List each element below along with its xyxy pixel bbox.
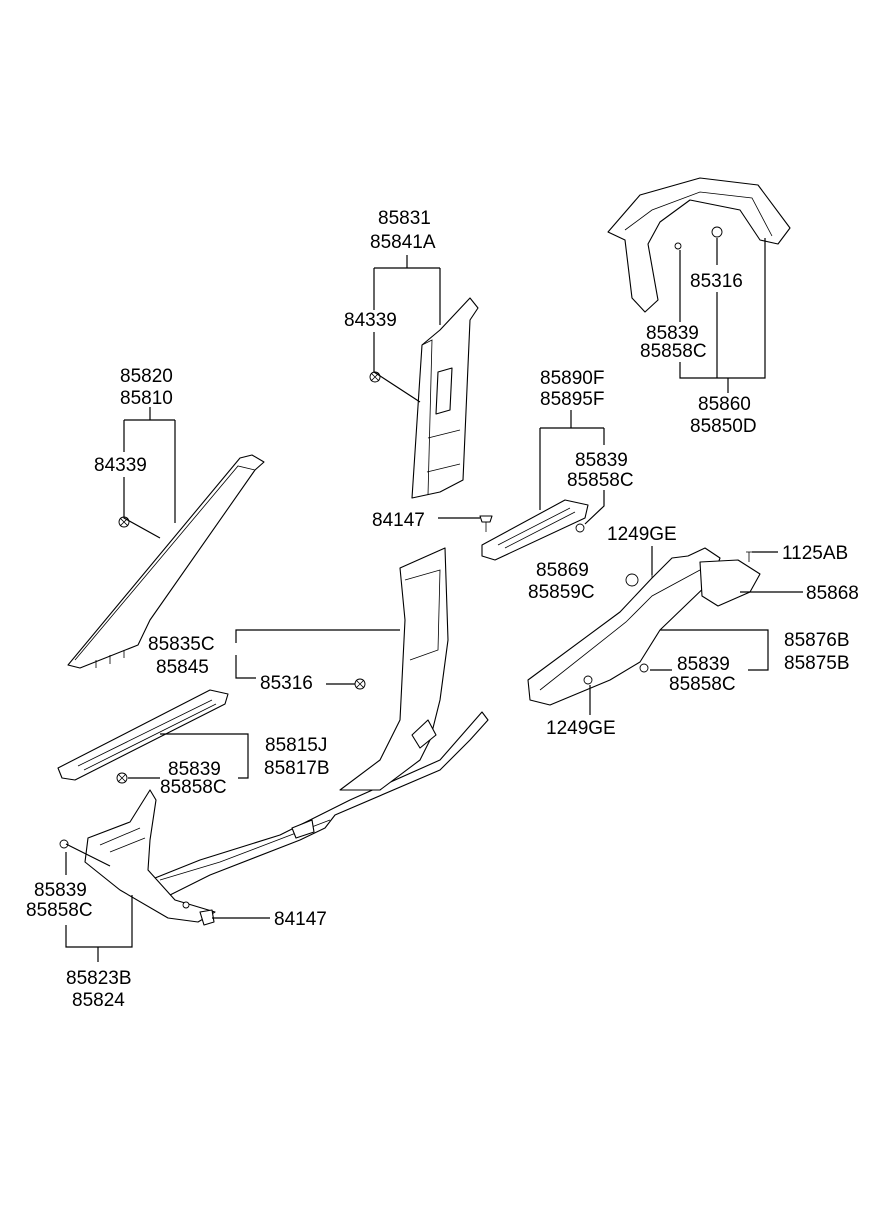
rear-cap-label-2: 85859C: [528, 582, 595, 603]
bracket-label: 85868: [806, 583, 859, 604]
front-scuff-plate: [57, 689, 229, 781]
b-pillar-upper-label-2: 85841A: [370, 232, 436, 253]
rear-scuff-label-1: 85890F: [540, 368, 604, 389]
rear-pillar-clips-label-2: 85858C: [640, 341, 707, 362]
rear-quarter-lower-trim: [527, 547, 761, 706]
a-pillar-trim: [67, 454, 265, 669]
a-pillar-label-1: 85820: [120, 366, 173, 387]
screw-icon: [479, 515, 493, 532]
leader-lines: [65, 238, 803, 962]
a-pillar-label-2: 85810: [120, 388, 173, 409]
rear-scuff-clips-label-2: 85858C: [567, 470, 634, 491]
kick-panel: [84, 789, 216, 923]
bolt-icon: [746, 551, 752, 562]
center-clip-label: 85316: [260, 673, 313, 694]
front-scuff-label-1: 85815J: [265, 735, 327, 756]
rear-scuff-clips-label-1: 85839: [575, 450, 628, 471]
screw-icon: [199, 909, 215, 926]
center-pillar-label-1: 85835C: [148, 634, 215, 655]
kick-panel-label-1: 85823B: [66, 968, 132, 989]
rear-cap-label-1: 85869: [536, 560, 589, 581]
kick-clips-label-2: 85858C: [26, 900, 93, 921]
clip-icon: [59, 839, 69, 849]
rear-scuff-label-2: 85895F: [540, 389, 604, 410]
clip-icon: [369, 371, 381, 383]
rear-bolt-a-label: 1249GE: [607, 524, 677, 545]
rear-trim-clips-label-2: 85858C: [669, 674, 736, 695]
b-pillar-upper-label-1: 85831: [378, 208, 431, 229]
center-pillar-label-2: 85845: [156, 657, 209, 678]
rear-pillar-label-1: 85860: [698, 394, 751, 415]
rear-scuff-screw-label: 84147: [372, 510, 425, 531]
clip-icon: [575, 523, 585, 533]
rear-bolt-b-label: 1125AB: [782, 543, 848, 564]
rear-pillar-label-2: 85850D: [690, 416, 757, 437]
kick-screw-label: 84147: [274, 909, 327, 930]
rear-pillar-clips-label-1: 85839: [646, 323, 699, 344]
b-pillar-clip-label: 84339: [344, 310, 397, 331]
rear-pillar-upper-label: 85316: [690, 271, 743, 292]
kick-panel-label-2: 85824: [72, 990, 125, 1011]
clip-icon: [116, 772, 128, 784]
rear-trim-label-2: 85875B: [784, 653, 850, 674]
rear-bolt-c-label: 1249GE: [546, 718, 616, 739]
front-scuff-label-2: 85817B: [264, 758, 330, 779]
rear-trim-label-1: 85876B: [784, 630, 850, 651]
center-pillar-lower-trim: [149, 547, 489, 901]
front-scuff-clips-label-2: 85858C: [160, 777, 227, 798]
b-pillar-upper-trim: [411, 297, 479, 499]
rear-trim-clips-label-1: 85839: [677, 654, 730, 675]
rear-scuff-plate: [481, 499, 589, 561]
front-scuff-clips-label-1: 85839: [168, 759, 221, 780]
a-pillar-clip-label: 84339: [94, 455, 147, 476]
kick-clips-label-1: 85839: [34, 880, 87, 901]
clip-icon: [354, 678, 366, 690]
rear-pillar-trim: [607, 177, 791, 313]
